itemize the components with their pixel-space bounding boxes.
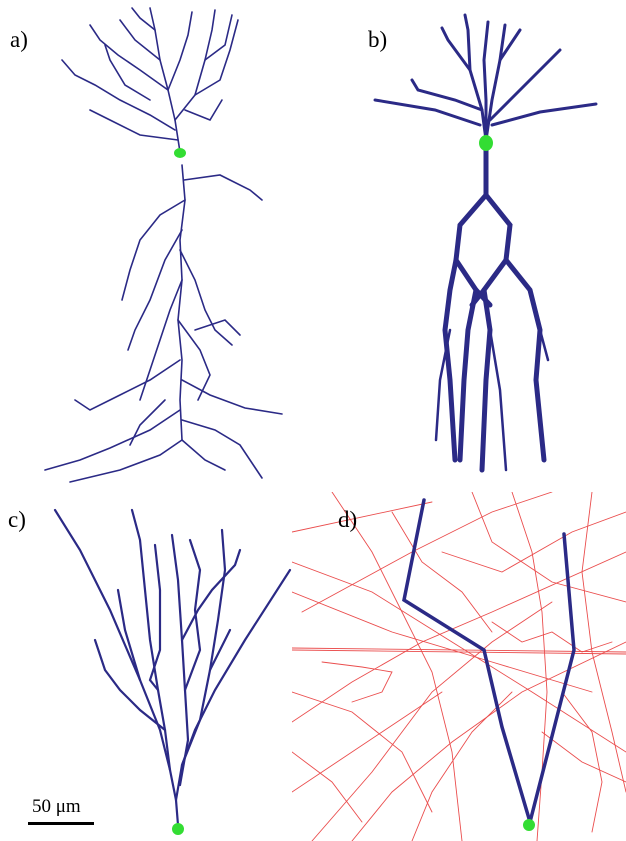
scale-bar-line [28, 822, 94, 825]
panel-d-label: d) [338, 508, 357, 531]
soma [479, 135, 493, 151]
soma [174, 148, 186, 158]
panel-c-neuron [0, 490, 300, 841]
panel-a: a) [0, 0, 300, 490]
panel-a-neuron [0, 0, 300, 490]
scale-bar-label: 50 μm [32, 796, 81, 818]
panel-b-label: b) [368, 28, 387, 51]
panel-c-label: c) [8, 508, 26, 531]
panel-d: d) [292, 492, 626, 841]
panel-d-axons [292, 492, 626, 841]
panel-a-label: a) [10, 28, 28, 51]
soma [523, 819, 535, 831]
scale-bar: 50 μm [28, 796, 98, 828]
panel-c: c) [0, 490, 300, 841]
panel-b: b) [300, 0, 626, 490]
soma [172, 823, 184, 835]
panel-b-neuron [300, 0, 626, 490]
